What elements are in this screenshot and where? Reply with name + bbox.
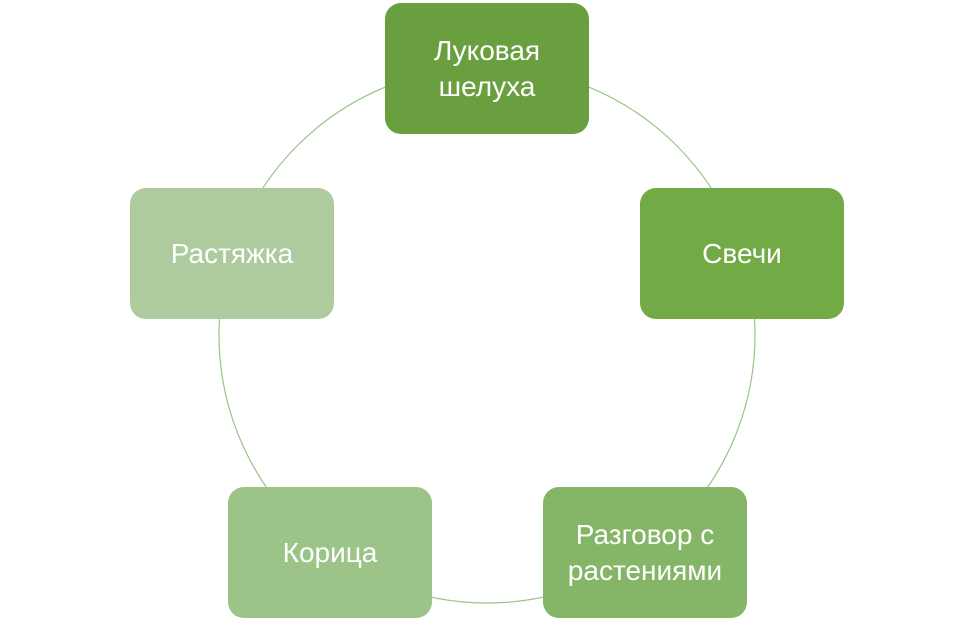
cycle-node-label: Растяжка: [170, 237, 294, 269]
cycle-node-cinnamon: Корица: [228, 487, 432, 618]
cycle-node-label: Корица: [282, 536, 378, 568]
cycle-node-label: Луковая шелуха: [433, 34, 541, 102]
cycle-node-talking-to-plants: Разговор с растениями: [543, 487, 747, 618]
cycle-node-label: Разговор с растениями: [567, 518, 723, 586]
cycle-node-onion-skin: Луковая шелуха: [385, 3, 589, 134]
cycle-node-stretching: Растяжка: [130, 188, 334, 319]
cycle-node-label: Свечи: [702, 237, 782, 269]
cycle-node-candles: Свечи: [640, 188, 844, 319]
